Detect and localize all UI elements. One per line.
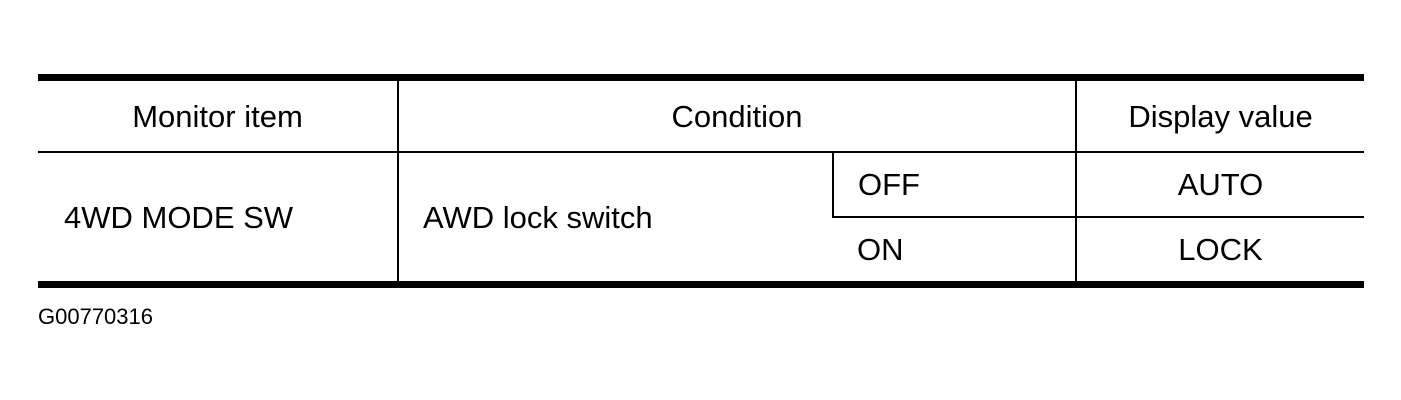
cell-state-on: ON xyxy=(833,216,1077,285)
monitor-spec-table: Monitor item Condition Display value 4WD… xyxy=(38,74,1365,288)
cell-display-value-auto: AUTO xyxy=(1075,151,1365,217)
table-header-row: Monitor item Condition Display value xyxy=(38,77,1365,152)
figure-id: G00770316 xyxy=(38,304,153,329)
table-row: 4WD MODE SW AWD lock switch OFF AUTO xyxy=(38,151,1365,285)
cell-condition: AWD lock switch xyxy=(397,151,833,285)
table-row: ON LOCK xyxy=(38,216,1365,285)
cell-monitor-item: 4WD MODE SW xyxy=(38,151,398,285)
header-display-value: Display value xyxy=(1075,77,1365,152)
cell-display-value-lock: LOCK xyxy=(1075,216,1365,285)
header-condition: Condition xyxy=(396,77,1077,152)
header-monitor-item: Monitor item xyxy=(132,98,303,134)
cell-state-off: OFF xyxy=(831,151,1077,217)
